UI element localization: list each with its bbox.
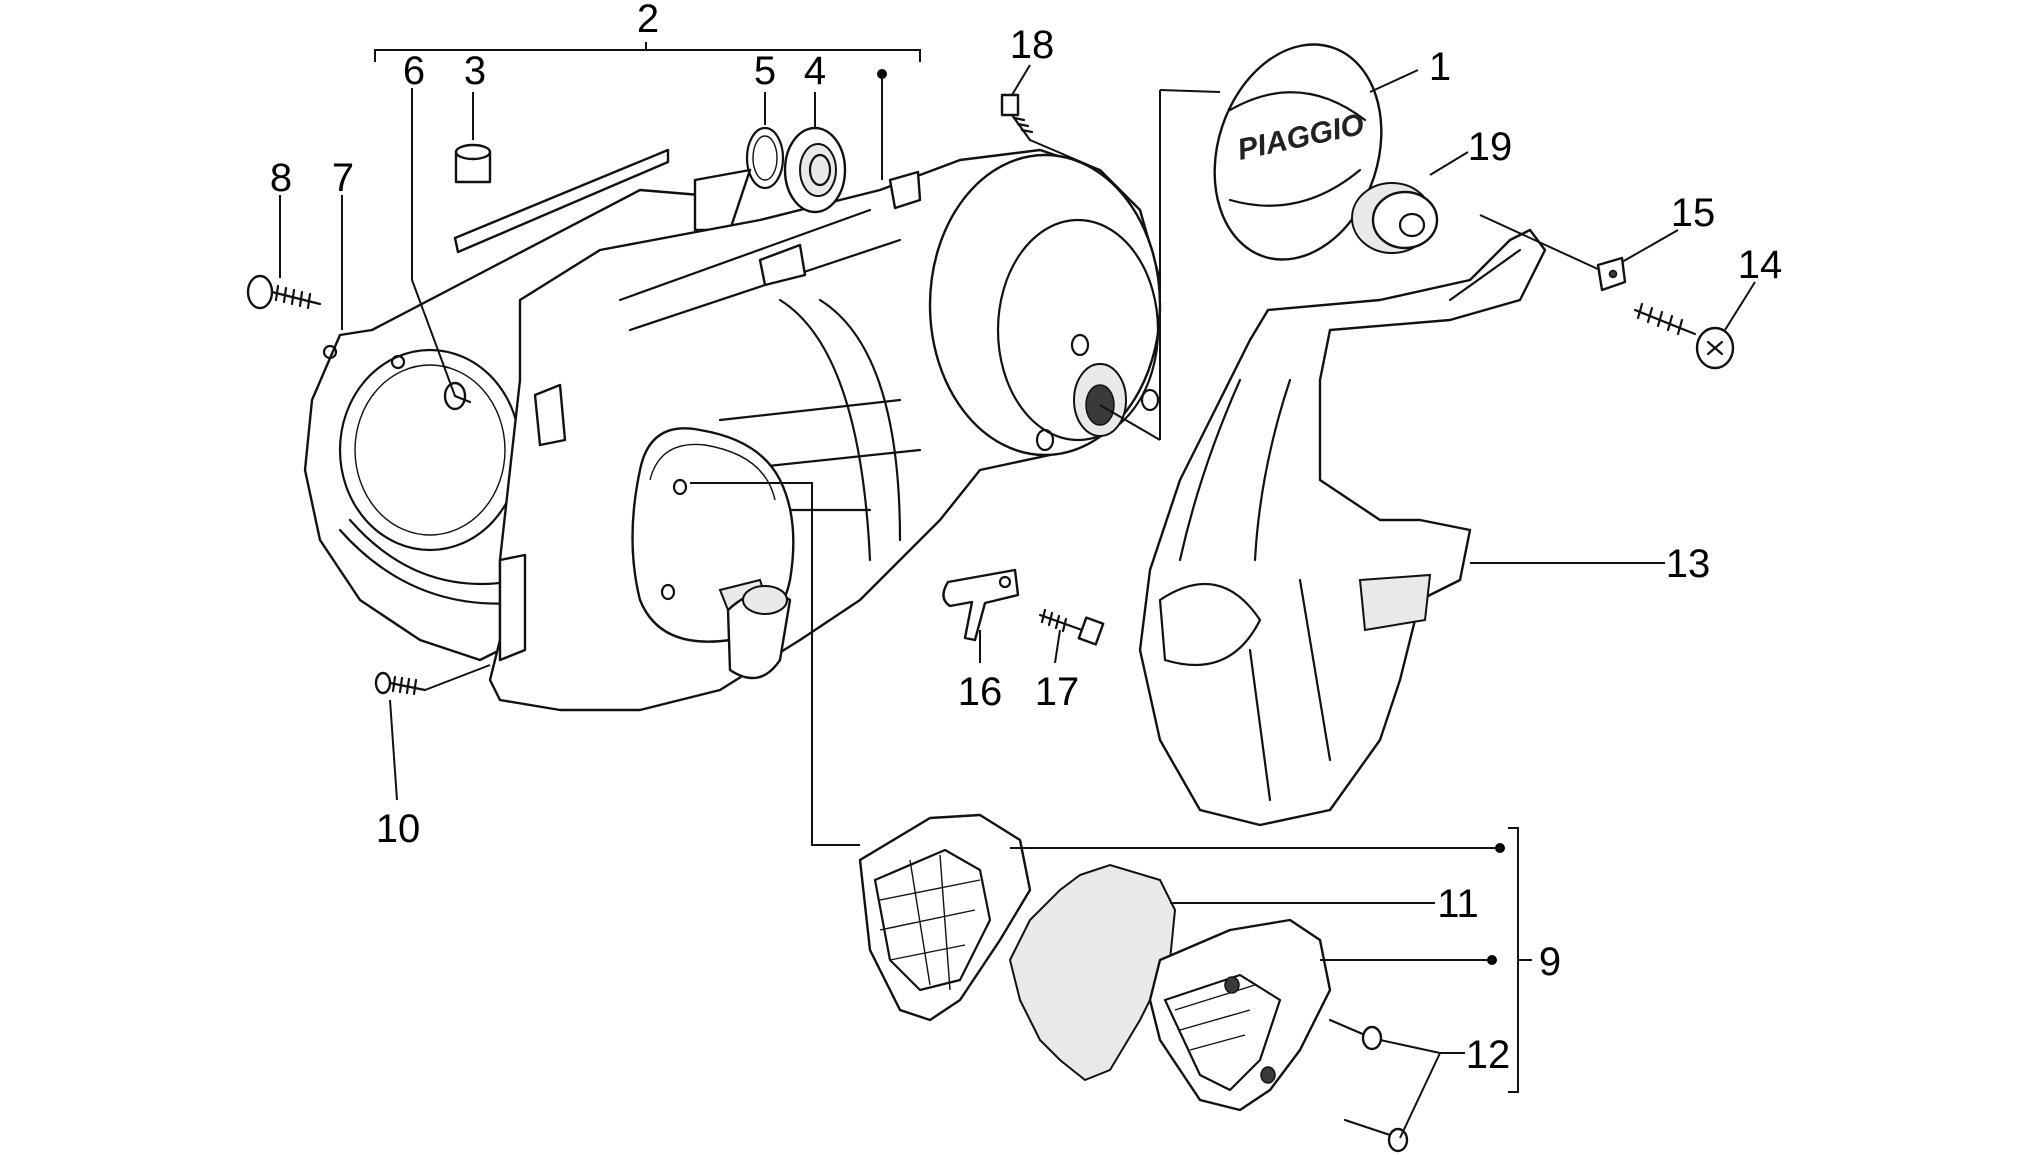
gasket-strip bbox=[453, 148, 752, 254]
part-4-bearing bbox=[783, 126, 847, 214]
part-13-air-duct bbox=[1138, 228, 1547, 827]
part-18-screw bbox=[1000, 93, 1034, 142]
callout-2: 2 bbox=[637, 0, 659, 41]
callout-9: 9 bbox=[1539, 940, 1561, 984]
callout-13: 13 bbox=[1666, 542, 1711, 586]
part-16-bracket bbox=[942, 568, 1020, 642]
callout-labels: 1 2 3 4 5 6 7 8 9 10 11 12 13 14 15 16 1… bbox=[270, 0, 1782, 1077]
callout-10: 10 bbox=[376, 807, 421, 851]
part-9-filter-housing-rear bbox=[858, 813, 1032, 1022]
part-1-logo-cap: PIAGGIO bbox=[1213, 43, 1383, 261]
callout-1: 1 bbox=[1429, 45, 1451, 89]
callout-7: 7 bbox=[332, 156, 354, 200]
callout-19: 19 bbox=[1468, 125, 1513, 169]
callout-5: 5 bbox=[754, 49, 776, 93]
callout-14: 14 bbox=[1738, 243, 1783, 287]
callout-6: 6 bbox=[403, 49, 425, 93]
part-19-bushing bbox=[1351, 182, 1439, 254]
callout-12: 12 bbox=[1466, 1033, 1511, 1077]
part-10-screw bbox=[374, 671, 427, 696]
callout-11: 11 bbox=[1437, 882, 1479, 926]
callout-18: 18 bbox=[1010, 23, 1055, 67]
callout-15: 15 bbox=[1671, 191, 1716, 235]
callout-4: 4 bbox=[804, 49, 826, 93]
filter-cover-front bbox=[1148, 918, 1332, 1112]
leader-lines bbox=[279, 42, 1756, 1139]
part-17-bolt bbox=[1038, 608, 1105, 646]
part-11-filter-sponge bbox=[1008, 863, 1177, 1082]
part-15-clip-nut bbox=[1596, 256, 1627, 292]
callout-8: 8 bbox=[270, 156, 292, 200]
part-8-screw bbox=[246, 274, 322, 310]
part-14-screw bbox=[1633, 302, 1735, 370]
main-crankcase-cover bbox=[488, 148, 1162, 712]
part-12-screws bbox=[1328, 1018, 1409, 1153]
callout-17: 17 bbox=[1035, 670, 1080, 714]
part-5-circlip bbox=[745, 126, 785, 190]
part-3-pin bbox=[454, 143, 492, 184]
callout-3: 3 bbox=[464, 49, 486, 93]
callout-16: 16 bbox=[958, 670, 1003, 714]
